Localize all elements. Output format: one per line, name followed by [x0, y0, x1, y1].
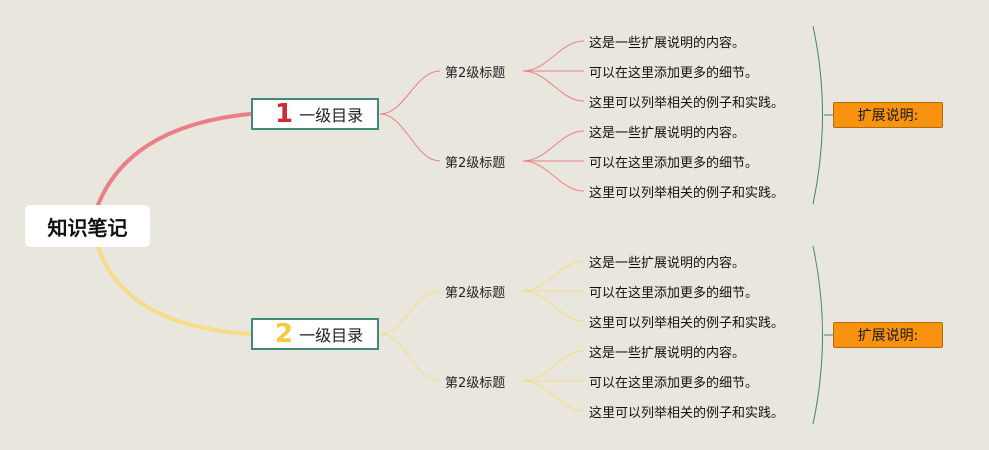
leaf-topic[interactable]: 这是一些扩展说明的内容。 [589, 256, 746, 271]
b1-s1-leaf1-line [522, 40, 585, 72]
b2-s2-leaf3-line [522, 380, 585, 412]
leaf-topic[interactable]: 这是一些扩展说明的内容。 [589, 36, 746, 51]
level1-topic-1[interactable]: 1 一级目录 [251, 98, 379, 130]
root-topic[interactable]: 知识笔记 [25, 205, 150, 247]
level1-topic-label: 一级目录 [299, 106, 364, 125]
b2-s1-leaf1-line [522, 260, 585, 292]
level2-topic[interactable]: 第2级标题 [445, 376, 506, 391]
b1-sub1-line [379, 70, 441, 115]
summary-note-2[interactable]: 扩展说明: [833, 322, 943, 348]
leaf-topic[interactable]: 这里可以列举相关的例子和实践。 [589, 406, 785, 421]
leaf-topic[interactable]: 可以在这里添加更多的细节。 [589, 376, 759, 391]
summary-bracket-1 [812, 25, 823, 205]
leaf-topic[interactable]: 可以在这里添加更多的细节。 [589, 66, 759, 81]
leaf-topic[interactable]: 这里可以列举相关的例子和实践。 [589, 316, 785, 331]
leaf-topic[interactable]: 这里可以列举相关的例子和实践。 [589, 186, 785, 201]
b1-s1-leaf3-line [522, 70, 585, 102]
level2-topic[interactable]: 第2级标题 [445, 286, 506, 301]
leaf-topic[interactable]: 可以在这里添加更多的细节。 [589, 286, 759, 301]
leaf-topic[interactable]: 这是一些扩展说明的内容。 [589, 126, 746, 141]
b2-s1-leaf3-line [522, 290, 585, 322]
leaf-topic[interactable]: 可以在这里添加更多的细节。 [589, 156, 759, 171]
leaf-topic[interactable]: 这是一些扩展说明的内容。 [589, 346, 746, 361]
b2-sub1-line [379, 290, 441, 335]
root-branch-2-line [96, 245, 252, 336]
level2-topic[interactable]: 第2级标题 [445, 156, 506, 171]
b2-sub2-line [379, 333, 441, 382]
level1-topic-label: 一级目录 [299, 326, 364, 345]
b1-s2-leaf3-line [522, 160, 585, 192]
level1-topic-2[interactable]: 2 一级目录 [251, 318, 379, 350]
b1-s2-leaf1-line [522, 130, 585, 162]
root-branch-1-line [96, 112, 252, 207]
b1-sub2-line [379, 113, 441, 162]
level2-topic[interactable]: 第2级标题 [445, 66, 506, 81]
b2-s2-leaf1-line [522, 350, 585, 382]
topic-number-2: 2 [275, 319, 294, 349]
topic-number-1: 1 [275, 99, 294, 129]
leaf-topic[interactable]: 这里可以列举相关的例子和实践。 [589, 96, 785, 111]
summary-note-1[interactable]: 扩展说明: [833, 102, 943, 128]
summary-bracket-2 [812, 245, 823, 425]
